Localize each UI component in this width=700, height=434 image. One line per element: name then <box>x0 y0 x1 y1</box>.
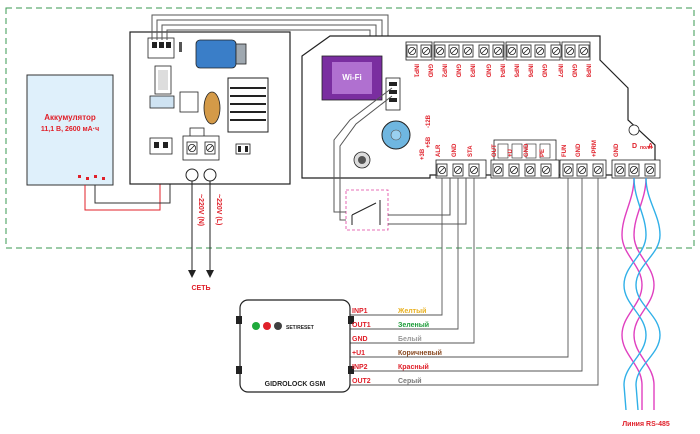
gsm-led-red <box>263 322 271 330</box>
gsm-wire-5 <box>348 178 599 386</box>
bottom-terminal-5[interactable]: GND <box>524 143 530 157</box>
side-label-3: +3В <box>420 148 426 160</box>
top-terminal-5[interactable]: GND <box>485 64 491 78</box>
bottom-terminal-3[interactable]: OUT <box>492 144 498 157</box>
capacitor <box>195 39 237 69</box>
wifi-module: Wi-Fi <box>321 55 383 101</box>
gsm-pin-0: INP1 <box>352 308 368 315</box>
rs485-label: Линия RS-485 <box>622 421 670 428</box>
wifi-label: Wi-Fi <box>342 73 361 82</box>
top-terminal-11[interactable]: GND <box>571 64 577 78</box>
gsm-wire-label-5: Серый <box>398 377 422 385</box>
top-terminal-block: INP1 GND INP2 GND INP3 GND INP4 INP5 INP6 GND INP7… <box>405 41 591 78</box>
battery: Аккумулятор 11,1 В, 2600 мА·ч <box>26 74 114 186</box>
bottom-terminal-4[interactable]: +U <box>508 149 514 157</box>
gsm-wires <box>348 178 599 386</box>
gsm-led-dark <box>274 322 282 330</box>
bottom-terminal-1[interactable]: GND <box>452 143 458 157</box>
gsm-wire-label-2: Белый <box>398 335 422 343</box>
gsm-wire-1 <box>348 178 459 330</box>
gsm-wire-3 <box>348 178 569 358</box>
gsm-pin-3: +U1 <box>352 350 365 357</box>
gsm-led-green <box>252 322 260 330</box>
mains-l-label: ~220V (L) <box>215 194 222 225</box>
fuse <box>149 95 175 109</box>
mains-n-label: ~220V (N) <box>197 194 204 226</box>
power-supply-board <box>129 31 291 185</box>
gsm-wire-4 <box>348 178 583 372</box>
gsm-pin-4: INP2 <box>352 364 368 371</box>
battery-connector <box>78 175 105 180</box>
gsm-pin-5: OUT2 <box>352 378 371 385</box>
top-terminal-2[interactable]: INP2 <box>441 64 447 78</box>
top-terminal-0[interactable]: INP1 <box>413 64 419 78</box>
top-terminal-9[interactable]: GND <box>541 64 547 78</box>
bottom-terminal-2[interactable]: STA <box>468 145 474 157</box>
mains-terminal <box>182 135 220 161</box>
gsm-wire-label-4: Красный <box>398 363 429 371</box>
gsm-module: SET/RESET GIDROLOCK GSM <box>236 299 354 393</box>
gsm-pin-2: GND <box>352 336 368 343</box>
top-terminal-10[interactable]: INP7 <box>557 64 563 78</box>
gsm-wire-2 <box>348 178 475 344</box>
gsm-status-label: SET/RESET <box>286 325 314 331</box>
top-terminal-1[interactable]: GND <box>427 64 433 78</box>
mains-net-label: СЕТЬ <box>191 285 210 292</box>
bottom-terminal-10[interactable]: GND <box>614 143 620 157</box>
relay-wiring <box>333 87 467 225</box>
bottom-terminal-9[interactable]: +PRM <box>592 140 598 157</box>
top-terminal-7[interactable]: INP5 <box>513 64 519 78</box>
bottom-terminal-8[interactable]: GND <box>576 143 582 157</box>
gsm-pin-1: OUT1 <box>352 322 371 329</box>
top-terminal-6[interactable]: INP4 <box>499 64 505 78</box>
top-terminal-3[interactable]: GND <box>455 64 461 78</box>
enclosure-outline <box>5 7 695 249</box>
gsm-wire-label-0: Желтый <box>397 307 426 315</box>
battery-spec: 11,1 В, 2600 мА·ч <box>41 126 99 133</box>
d-subscript: полн <box>640 145 652 151</box>
gsm-name: GIDROLOCK GSM <box>265 381 326 388</box>
mains-output: ~220V (N) ~220V (L) СЕТЬ <box>185 168 222 292</box>
top-terminal-12[interactable]: INP8 <box>585 64 591 78</box>
gsm-wire-0 <box>348 178 443 316</box>
relay-switch <box>345 189 389 231</box>
rs485-cable: Линия RS-485 <box>621 177 670 428</box>
side-label-2: -12В <box>426 114 432 128</box>
top-terminal-8[interactable]: INP6 <box>527 64 533 78</box>
bottom-terminal-7[interactable]: FUN <box>562 145 568 157</box>
resistor <box>203 91 221 125</box>
bottom-terminal-11[interactable]: D <box>632 143 637 150</box>
bottom-terminal-6[interactable]: PE <box>540 149 546 157</box>
relay-block <box>493 139 557 163</box>
battery-input-connector <box>149 137 173 155</box>
battery-title: Аккумулятор <box>44 113 96 122</box>
side-label-1: +5В <box>426 136 432 148</box>
gsm-wire-label-3: Коричневый <box>398 349 442 357</box>
controller-board: Wi-Fi +5В -12В +3В <box>301 35 661 179</box>
bottom-terminal-0[interactable]: ALR <box>436 144 442 157</box>
top-terminal-4[interactable]: INP3 <box>469 64 475 78</box>
bottom-terminal-block: ALR GND STA OUT +U GND PE FUN GND +PRM GND D A <box>436 140 656 177</box>
bottom-terminal-12[interactable]: A <box>648 143 653 150</box>
gsm-wire-label-1: Зеленый <box>398 321 429 329</box>
